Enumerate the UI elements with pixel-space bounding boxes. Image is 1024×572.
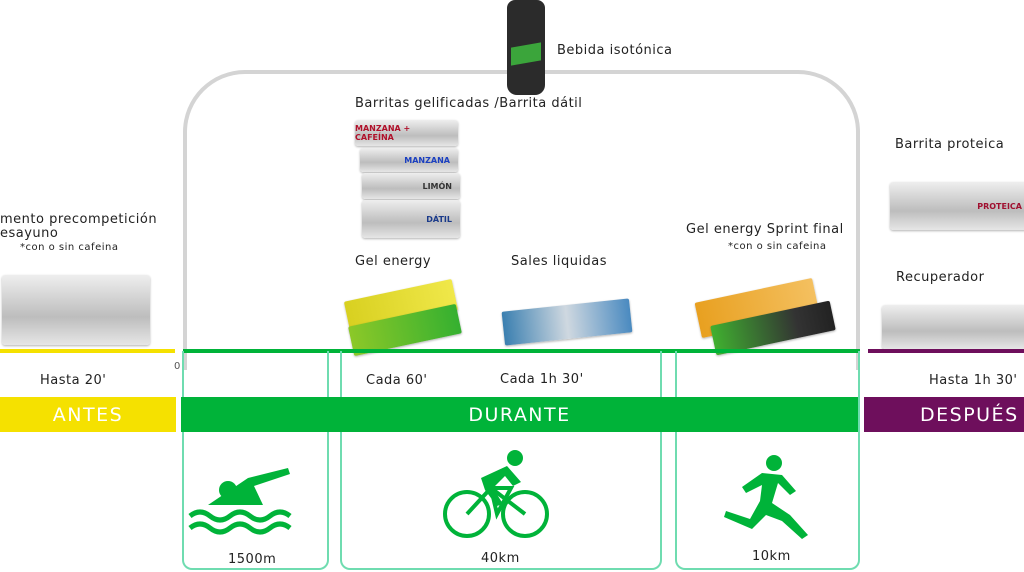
- barritas-label: Barritas gelificadas /Barrita dátil: [355, 96, 583, 111]
- barrita-proteica-label: Barrita proteica: [895, 137, 1005, 152]
- barrita-limon: LIMÓN: [362, 173, 460, 199]
- barrita-datil: DÁTIL: [362, 200, 460, 238]
- recuperador-label: Recuperador: [896, 270, 985, 285]
- recuperador-image: [882, 305, 1024, 349]
- sprint-label: Gel energy Sprint final: [686, 222, 844, 237]
- zero-label: 0: [174, 361, 181, 372]
- durante-line: [183, 349, 860, 353]
- durante-bar: DURANTE: [181, 397, 858, 432]
- barrita-manzana-cafeina: MANZANA + CAFEÍNA: [355, 120, 458, 146]
- antes-bar: ANTES: [0, 397, 176, 432]
- antes-note: *con o sin cafeina: [20, 242, 119, 253]
- despues-line: [868, 349, 1024, 353]
- run-distance: 10km: [752, 549, 791, 564]
- isotonic-bottle-image: [507, 0, 545, 95]
- swim-box: [182, 351, 329, 570]
- gel-time: Cada 60': [366, 373, 428, 388]
- cyclist-icon: [443, 450, 549, 538]
- runner-icon: [724, 455, 808, 539]
- barrita-proteica-image: PROTEICA: [890, 182, 1024, 230]
- gel-label: Gel energy: [355, 254, 432, 269]
- barrita-manzana: MANZANA: [360, 148, 458, 172]
- sprint-note: *con o sin cafeina: [728, 241, 827, 252]
- despues-bar: DESPUÉS: [864, 397, 1024, 432]
- sales-time: Cada 1h 30': [500, 372, 584, 387]
- precompeticion-pack-image: [2, 275, 150, 345]
- antes-title: mento precompetición: [0, 212, 158, 227]
- bike-box: [340, 351, 662, 570]
- sales-label: Sales liquidas: [511, 254, 608, 269]
- swimmer-icon: [188, 468, 292, 535]
- bebida-label: Bebida isotónica: [557, 43, 673, 58]
- antes-line: [0, 349, 175, 353]
- swim-distance: 1500m: [228, 552, 277, 567]
- bike-distance: 40km: [481, 551, 520, 566]
- run-box: [675, 351, 860, 570]
- antes-time: Hasta 20': [40, 373, 107, 388]
- despues-time: Hasta 1h 30': [929, 373, 1018, 388]
- antes-title-2: esayuno: [0, 226, 59, 241]
